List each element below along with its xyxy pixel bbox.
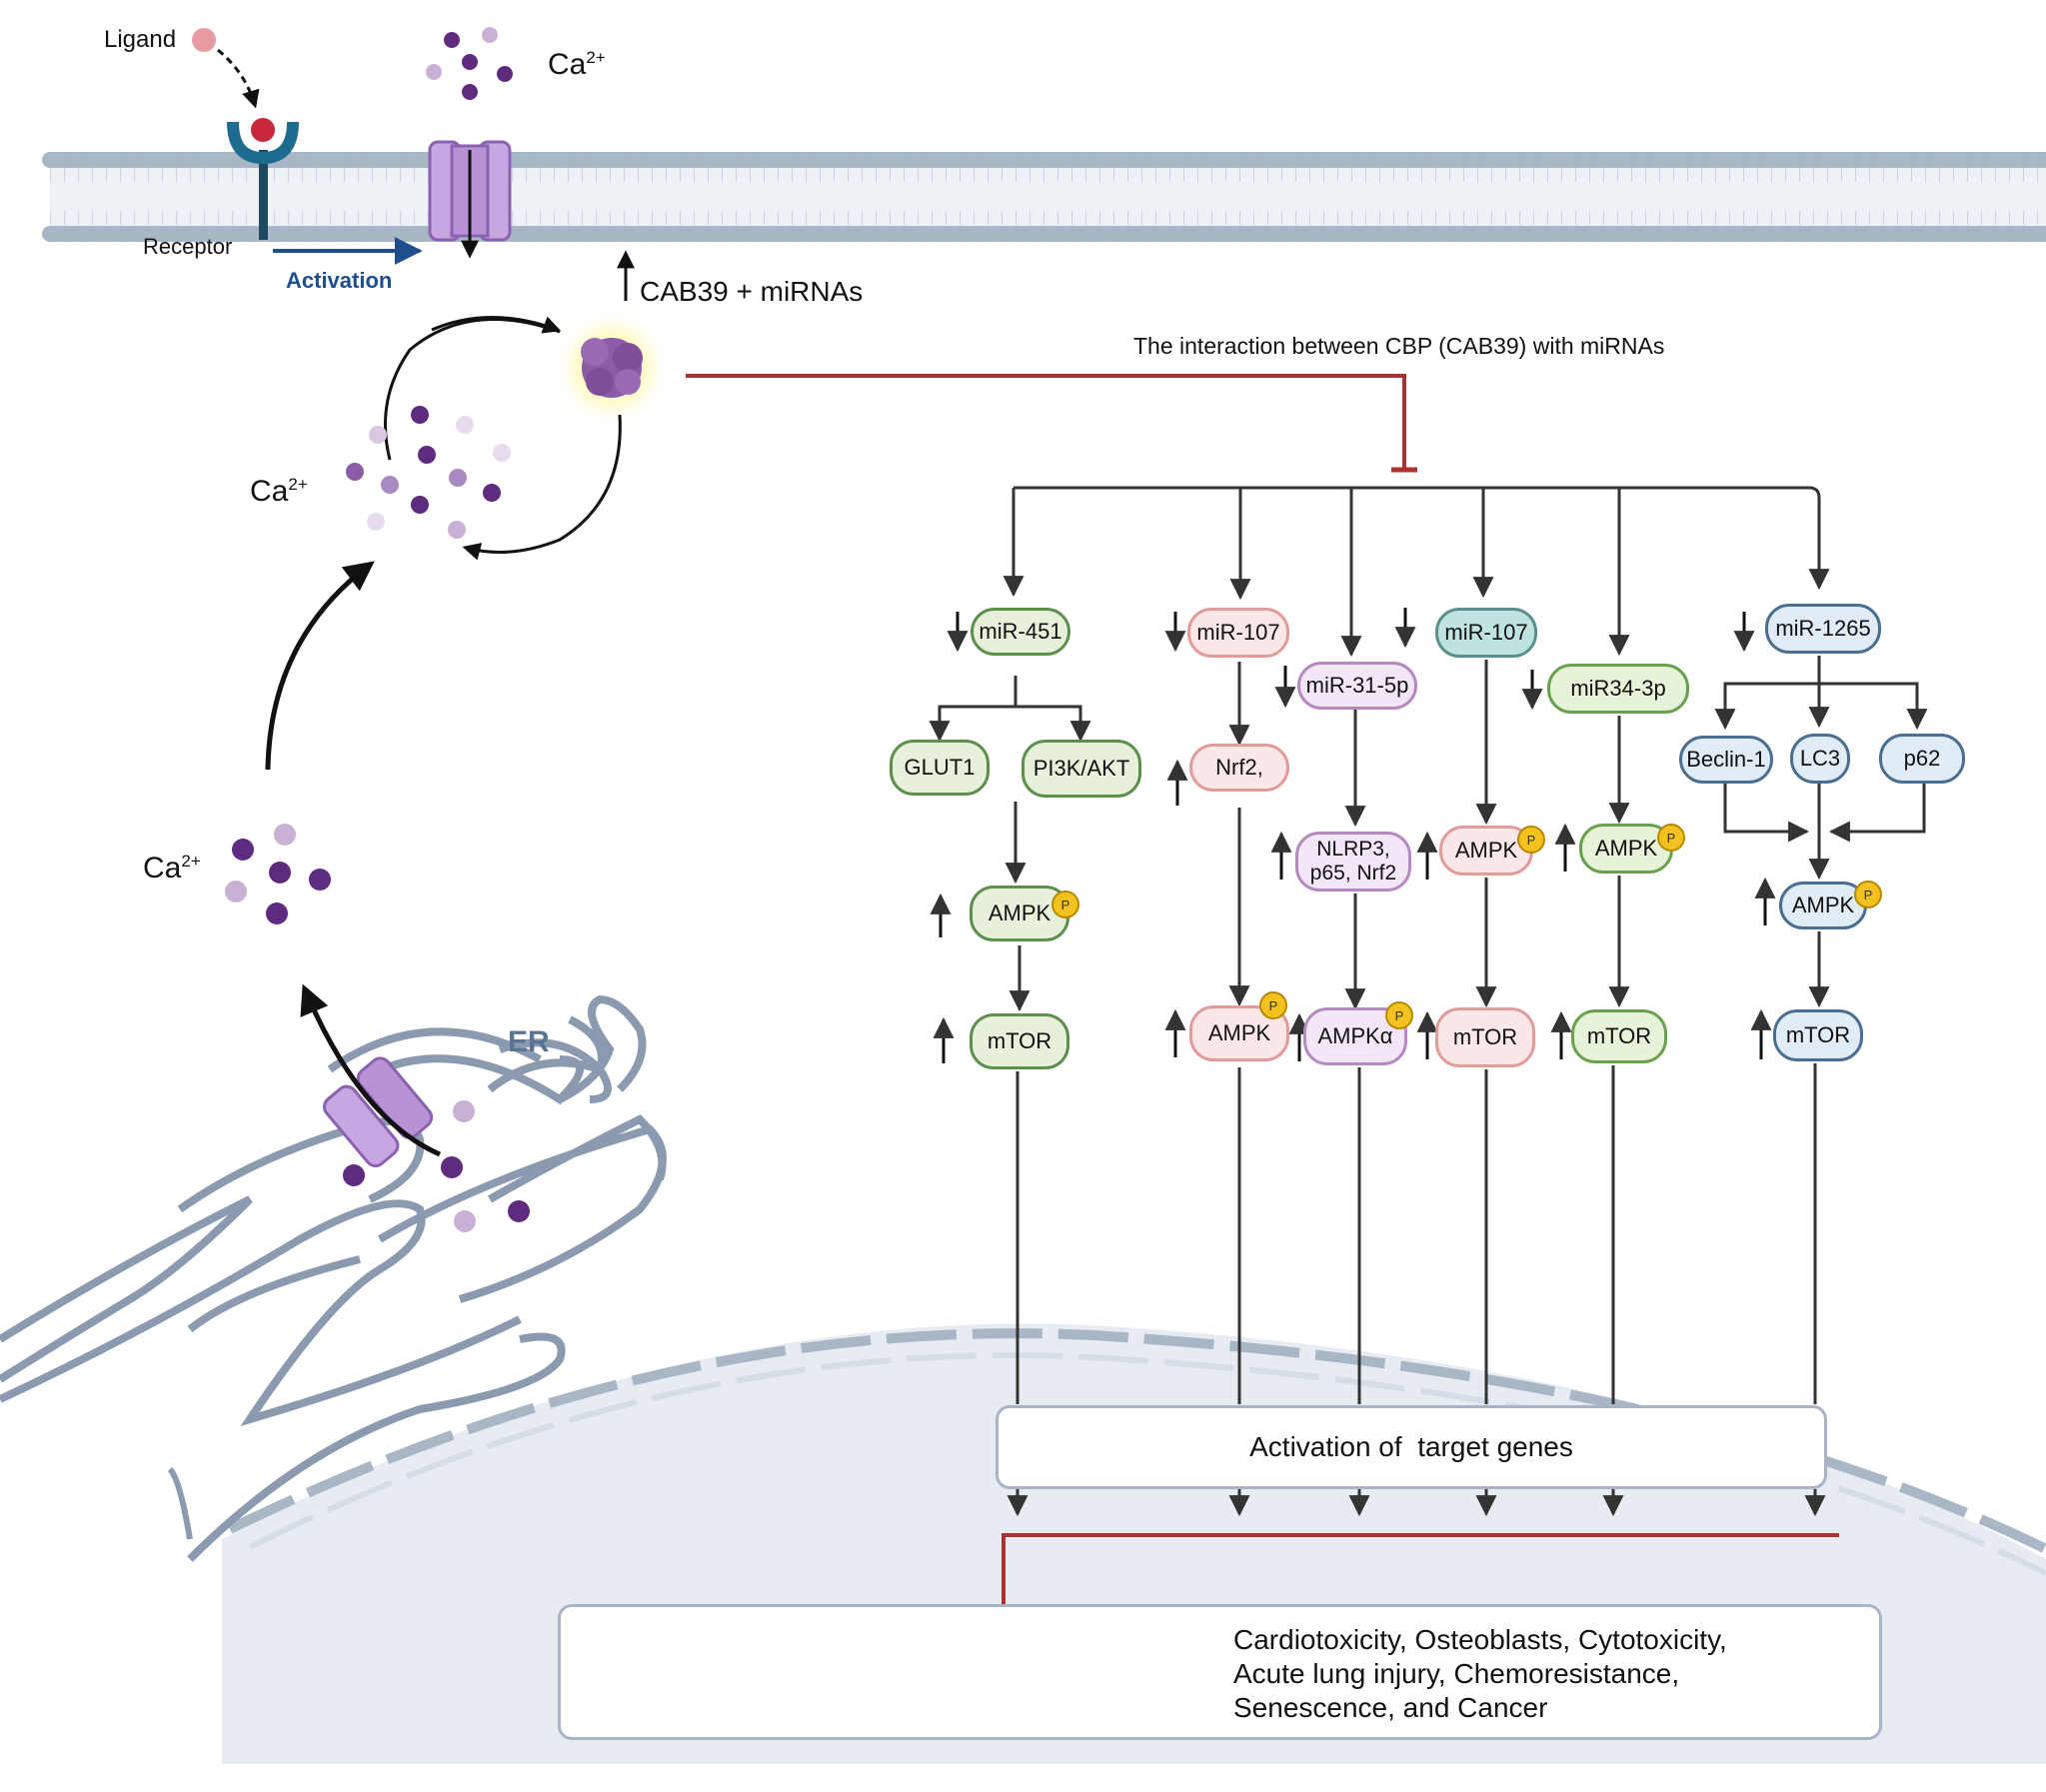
mir-451-node: miR-451 (971, 608, 1070, 656)
phospho-badge-col3: P (1385, 1001, 1413, 1029)
endoplasmic-reticulum (0, 994, 667, 1562)
cycle-arrow-bottom (462, 414, 622, 561)
mtor-node-col4: mTOR (1435, 1007, 1535, 1067)
glut1-node: GLUT1 (890, 740, 990, 796)
outcomes-text: Cardiotoxicity, Osteoblasts, Cytotoxicit… (1233, 1623, 1727, 1725)
ampk-node-col2: AMPK (1189, 1005, 1289, 1061)
mir-107-node-b: miR-107 (1435, 608, 1537, 658)
pi3k-akt-node: PI3K/AKT (1022, 740, 1141, 798)
ampk-alpha-node: AMPKα (1303, 1007, 1407, 1065)
er-calcium-channel-icon (300, 983, 442, 1167)
cell-membrane (42, 152, 2046, 242)
cycle-arrow-top (431, 316, 562, 334)
ampk-node-col1: AMPK (970, 886, 1069, 941)
interaction-label: The interaction between CBP (CAB39) with… (1133, 333, 1665, 359)
mtor-node-col5: mTOR (1571, 1009, 1667, 1063)
nrf2-node: Nrf2, (1189, 744, 1289, 792)
mir-107-node-a: miR-107 (1187, 608, 1289, 658)
cycle-arrow-left (384, 318, 561, 461)
membrane-calcium-channel-icon (428, 140, 512, 259)
regulation-arrows (930, 608, 1776, 1063)
ampk-node-col6: AMPK (1779, 882, 1867, 929)
cab39-mirnas-label: CAB39 + miRNAs (640, 276, 864, 307)
mir-1265-node: miR-1265 (1765, 604, 1881, 654)
calcium-label-er: Ca2+ (143, 852, 201, 885)
mtor-node-col6: mTOR (1773, 1009, 1863, 1061)
lc3-node: LC3 (1790, 734, 1850, 784)
phospho-badge-col2: P (1259, 991, 1287, 1019)
ligand-label: Ligand (104, 26, 177, 53)
mir-31-5p-node: miR-31-5p (1297, 662, 1417, 710)
p62-node: p62 (1879, 734, 1965, 784)
target-genes-label: Activation of target genes (1249, 1431, 1573, 1462)
phospho-badge-col5: P (1657, 824, 1685, 852)
calcium-label-extracellular: Ca2+ (548, 48, 606, 81)
outcome-line-3: Senescence, and Cancer (1233, 1692, 1548, 1723)
target-genes-box: Activation of target genes (996, 1405, 1827, 1489)
calcium-ions-er (343, 1100, 530, 1232)
mir34-3p-node: miR34-3p (1547, 664, 1689, 714)
ligand-binding-arrow (217, 48, 260, 109)
calcium-ions-extracellular (426, 27, 513, 100)
phospho-badge-col1: P (1051, 891, 1079, 918)
beclin-1-node: Beclin-1 (1679, 736, 1773, 784)
ligand-icon (192, 28, 216, 52)
phospho-badge-col4: P (1517, 826, 1545, 854)
receptor-icon (227, 118, 299, 240)
calcium-ions-er-release (225, 824, 331, 924)
outcome-line-2: Acute lung injury, Chemoresistance, (1233, 1658, 1680, 1689)
er-to-cytosol-arrow (265, 561, 375, 771)
outcome-line-1: Cardiotoxicity, Osteoblasts, Cytotoxicit… (1233, 1624, 1727, 1655)
calcium-ions-cytosol (346, 406, 511, 539)
phospho-badge-col6: P (1854, 881, 1882, 908)
outcome-box (558, 1604, 1882, 1740)
calcium-label-cycle: Ca2+ (250, 475, 308, 508)
ampk-node-col4: AMPK (1439, 826, 1533, 876)
er-label: ER (508, 1025, 550, 1058)
cab39-protein-icon (581, 338, 643, 398)
nlrp3-p65-nrf2-node: NLRP3, p65, Nrf2 (1295, 832, 1411, 892)
activation-label: Activation (286, 268, 393, 293)
mtor-node-col1: mTOR (970, 1013, 1069, 1069)
receptor-label: Receptor (143, 234, 233, 259)
branch-lines (929, 486, 1928, 1517)
cab39-inhibition-line (686, 374, 1406, 468)
